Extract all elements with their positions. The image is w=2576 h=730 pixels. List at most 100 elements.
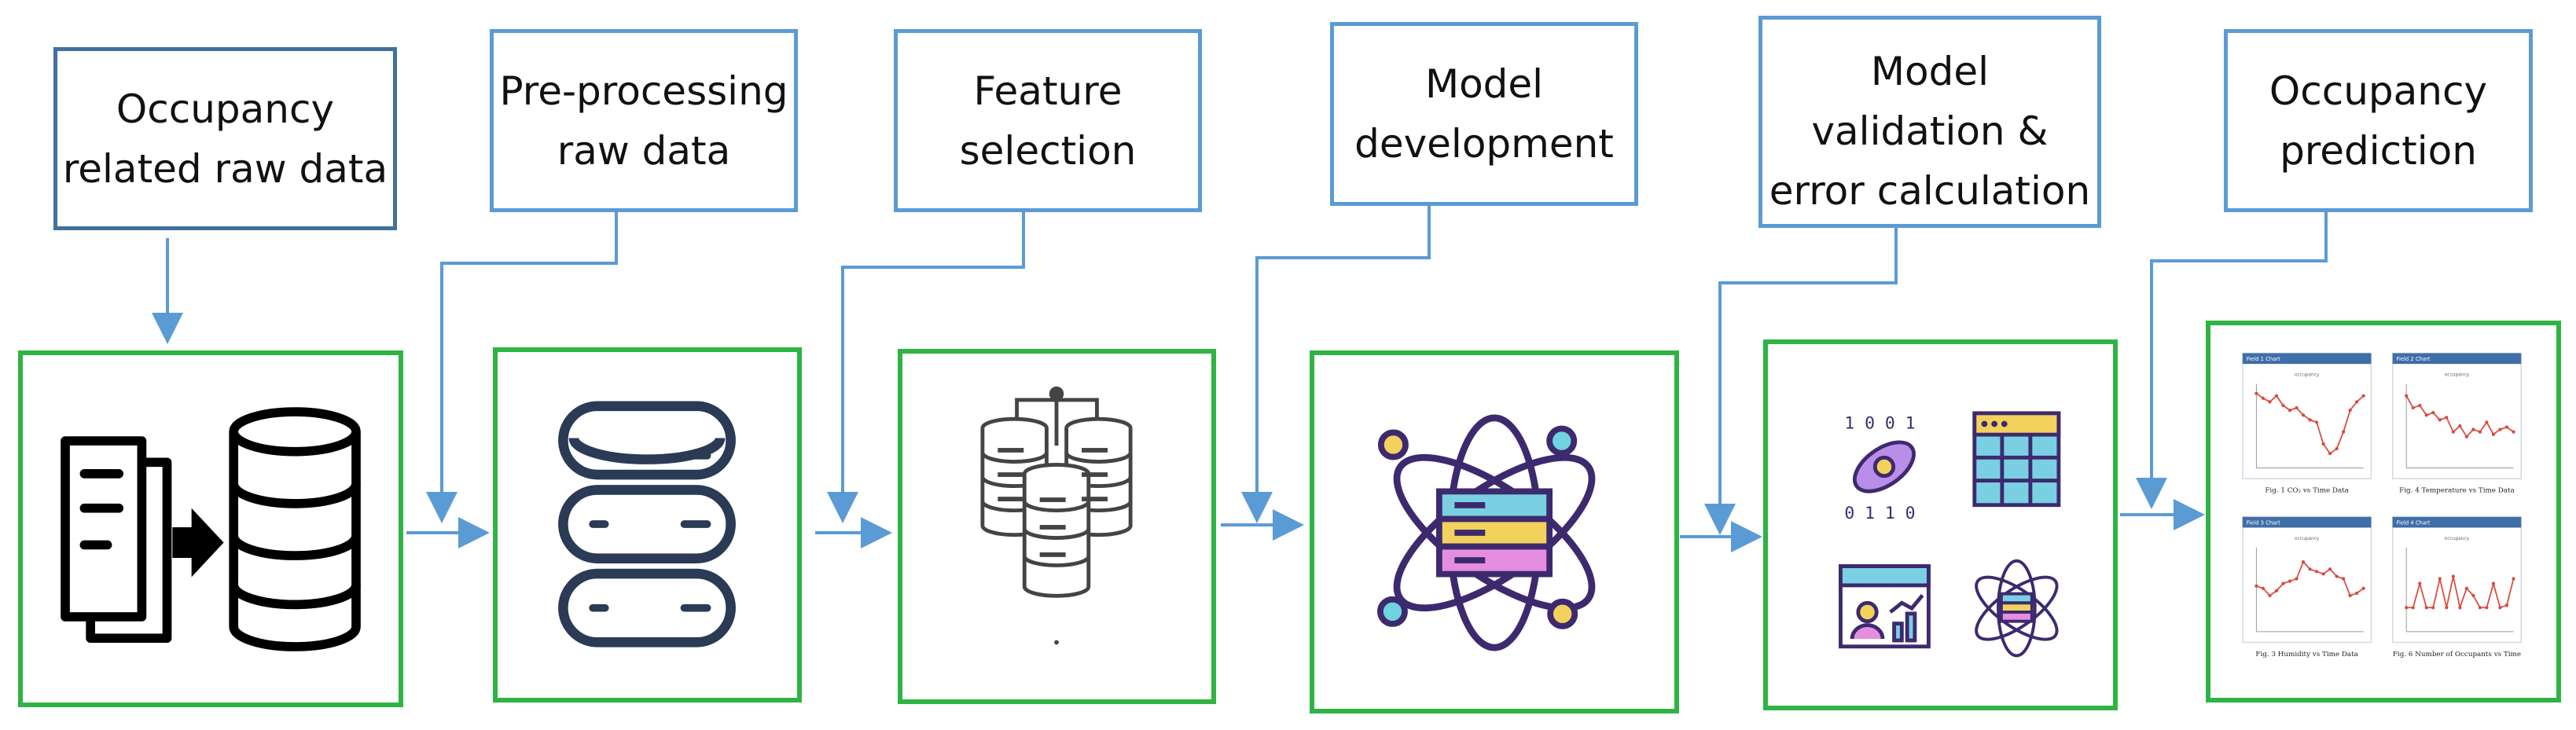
- database-icon: [558, 401, 736, 647]
- table-icon: [1972, 411, 2061, 508]
- step-3-label: Feature selection: [959, 68, 1137, 174]
- data-point: [2405, 394, 2409, 398]
- data-point: [2314, 420, 2319, 424]
- data-point: [2512, 577, 2515, 581]
- connector-step-4: [1241, 206, 1431, 523]
- mini-chart-subtitle: occupancy: [2295, 373, 2320, 378]
- data-point: [2254, 391, 2258, 395]
- step-1-label: Occupancy related raw data: [62, 86, 388, 192]
- data-point: [2335, 574, 2339, 578]
- data-point: [2491, 432, 2496, 436]
- mini-chart-title: Field 1 Chart: [2247, 356, 2280, 362]
- step-6-label: Occupancy prediction: [2269, 68, 2488, 174]
- mini-chart-caption: Fig. 4 Temperature vs Time Data: [2399, 487, 2515, 495]
- data-point: [2361, 394, 2365, 398]
- data-point: [2418, 403, 2422, 408]
- data-point: [2308, 418, 2312, 422]
- step-1-label-box: Occupancy related raw data: [53, 47, 397, 230]
- data-point: [2451, 430, 2455, 434]
- connector-step-6: [2136, 212, 2328, 509]
- data-point: [2504, 425, 2509, 429]
- step-3-label-box: Feature selection: [894, 29, 1202, 212]
- data-point: [2308, 567, 2312, 571]
- data-point: [2274, 394, 2279, 398]
- connector-step-2: [426, 212, 618, 523]
- stage-3-box: [898, 349, 1216, 704]
- mini-chart-title: Field 3 Chart: [2247, 520, 2280, 526]
- data-point: [2268, 593, 2272, 598]
- data-point: [2295, 405, 2299, 410]
- data-point: [2405, 606, 2409, 610]
- data-point: [2261, 396, 2265, 400]
- step-5-label-box: Model validation & error calculation: [1758, 16, 2101, 228]
- stage-4-box: [1310, 350, 1679, 713]
- data-point: [2355, 591, 2359, 596]
- data-point: [2295, 577, 2299, 581]
- mini-chart-caption: Fig. 1 CO₂ vs Time Data: [2265, 487, 2349, 495]
- mini-chart-subtitle: occupancy: [2445, 373, 2470, 378]
- data-point: [2438, 577, 2442, 581]
- step-4-label-box: Model development: [1330, 22, 1638, 206]
- data-point: [2288, 579, 2292, 583]
- stage-2-box: [493, 347, 802, 702]
- data-point: [2301, 559, 2306, 564]
- data-point: [2498, 427, 2502, 431]
- data-point: [2485, 420, 2489, 424]
- stage-5-box: 1 0 0 1 0 1 1 0: [1763, 339, 2118, 710]
- data-point: [2281, 581, 2285, 585]
- data-point: [2335, 446, 2339, 451]
- data-point: [2445, 416, 2449, 420]
- data-point: [2281, 403, 2285, 408]
- data-point: [2411, 405, 2415, 410]
- data-point: [2445, 606, 2449, 610]
- data-point: [2355, 400, 2359, 404]
- data-point: [2451, 574, 2455, 578]
- mini-chart-caption: Fig. 6 Number of Occupants vs Time: [2393, 651, 2521, 658]
- atom-server-icon: [1376, 414, 1596, 651]
- data-point: [2438, 418, 2442, 422]
- atom-icon: [1975, 559, 2059, 658]
- data-point: [2424, 413, 2428, 417]
- data-point: [2328, 567, 2332, 571]
- data-point: [2471, 593, 2475, 598]
- data-point: [2504, 603, 2509, 607]
- data-point: [2485, 606, 2489, 610]
- step-4-label: Model development: [1354, 61, 1614, 167]
- data-point: [2341, 430, 2346, 434]
- data-point: [2301, 413, 2306, 417]
- mini-chart-caption: Fig. 3 Humidity vs Time Data: [2255, 651, 2357, 658]
- data-point: [2254, 584, 2258, 588]
- data-point: [2491, 581, 2496, 585]
- svg-text:1 0 0 1: 1 0 0 1: [1844, 413, 1915, 433]
- data-point: [2321, 572, 2325, 576]
- step-2-label-box: Pre-processing raw data: [490, 29, 798, 212]
- data-point: [2471, 427, 2475, 431]
- document-to-database-icon: [61, 407, 361, 651]
- stage-1-box: [18, 350, 403, 707]
- data-point: [2431, 411, 2435, 415]
- connector-step-3: [827, 212, 1025, 523]
- step-5-label: Model validation & error calculation: [1769, 49, 2091, 214]
- data-point: [2274, 589, 2279, 592]
- data-point: [2411, 606, 2415, 610]
- data-point: [2512, 430, 2515, 434]
- data-point: [2328, 452, 2332, 456]
- connector-step-5: [1704, 228, 1898, 535]
- data-point: [2361, 586, 2365, 590]
- data-point: [2464, 435, 2469, 438]
- mini-chart-subtitle: occupancy: [2445, 537, 2470, 541]
- data-point: [2458, 606, 2462, 610]
- step-6-label-box: Occupancy prediction: [2224, 29, 2533, 212]
- data-point: [2321, 442, 2325, 446]
- user-dashboard-icon: [1839, 564, 1931, 649]
- data-point: [2348, 408, 2352, 413]
- mini-chart-subtitle: occupancy: [2295, 537, 2320, 541]
- binary-chip-icon: 1 0 0 1 0 1 1 0: [1844, 413, 1916, 523]
